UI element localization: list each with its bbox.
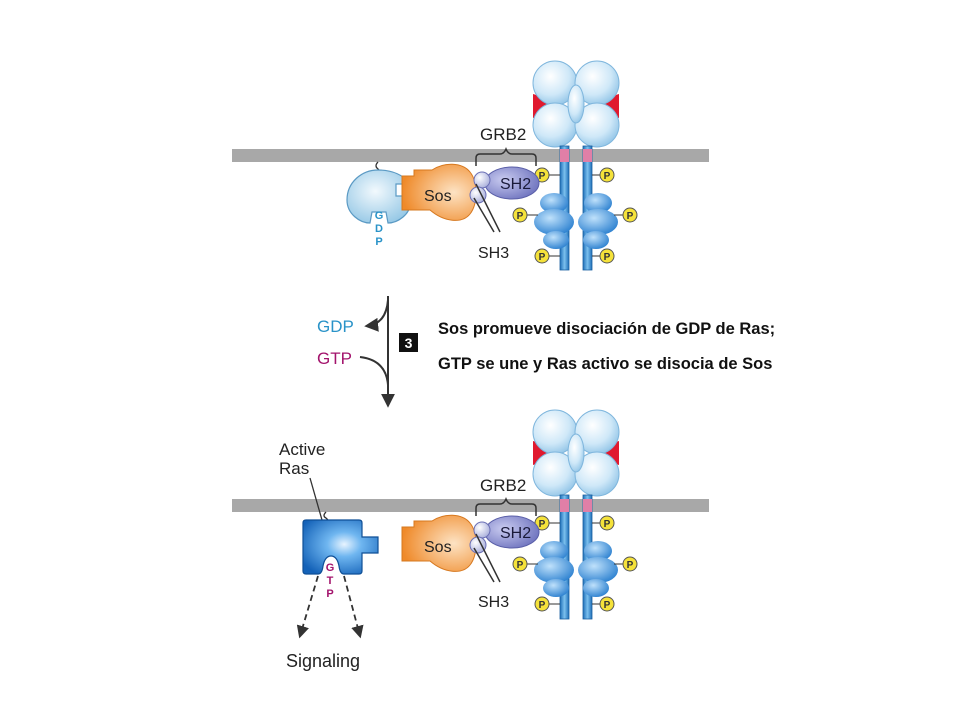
active-ras-pointer	[309, 477, 323, 521]
phosphate-icon: P	[599, 248, 615, 264]
step-caption-line2: GTP se une y Ras activo se disocia de So…	[438, 355, 773, 373]
sos-label: Sos	[424, 539, 452, 556]
svg-text:P: P	[604, 171, 611, 182]
grb2-brace	[475, 496, 537, 516]
sos-label: Sos	[424, 188, 452, 205]
kinase-domains	[534, 193, 618, 249]
ras-gtp	[302, 519, 379, 575]
ext-hinge	[567, 84, 585, 124]
ext-hinge	[567, 433, 585, 473]
phosphate-icon: P	[512, 556, 528, 572]
svg-text:P: P	[627, 211, 634, 222]
membrane-bottom	[232, 499, 709, 512]
gtp-letter-t: T	[327, 575, 334, 587]
step-number-badge	[399, 333, 418, 352]
svg-text:P: P	[539, 519, 546, 530]
gdp-release-arrow	[364, 299, 389, 332]
gtp-letter-p: P	[326, 588, 333, 600]
phosphate-icon: P	[534, 515, 550, 531]
gdp-out-label: GDP	[317, 317, 354, 336]
svg-text:P: P	[539, 600, 546, 611]
signaling-label: Signaling	[286, 651, 360, 671]
gdp-letter-g: G	[375, 210, 384, 222]
exchange-step: GDP GTP 3	[317, 296, 418, 408]
sh3-label: SH3	[478, 245, 509, 262]
grb2-brace	[475, 146, 537, 166]
phosphate-icon: P	[534, 248, 550, 264]
receptor-dimer-top: P P P P P P	[512, 60, 638, 271]
sh3-label: SH3	[478, 594, 509, 611]
phosphate-icon: P	[622, 207, 638, 223]
ext-domain	[574, 102, 620, 148]
sh2-label: SH2	[500, 525, 531, 542]
svg-text:P: P	[604, 252, 611, 263]
svg-text:P: P	[517, 211, 524, 222]
membrane-top	[232, 149, 709, 162]
kinase-domains	[534, 541, 618, 597]
step-caption-line1: Sos promueve disociación de GDP de Ras;	[438, 320, 776, 338]
svg-text:P: P	[517, 560, 524, 571]
top-panel: P P P P P P GRB2 G D P Sos SH2 SH3	[232, 60, 709, 271]
sh3-linker	[473, 547, 495, 583]
tm-segment	[583, 499, 592, 512]
phosphates: P P P P P P	[512, 515, 638, 612]
gtp-letter-g: G	[326, 562, 335, 574]
svg-text:P: P	[604, 519, 611, 530]
phosphate-icon: P	[599, 596, 615, 612]
sh3-linker	[475, 533, 501, 583]
phosphate-icon: P	[599, 515, 615, 531]
svg-text:P: P	[604, 600, 611, 611]
signaling-arrow-left	[296, 575, 319, 639]
gdp-letter-p: P	[375, 236, 382, 248]
grb2-label: GRB2	[480, 476, 526, 495]
gtp-entry-curve	[359, 356, 389, 386]
active-ras-label-line1: Active	[279, 440, 325, 459]
sh3-linker	[475, 183, 501, 233]
tm-segment	[560, 149, 569, 162]
phosphate-icon: P	[599, 167, 615, 183]
bottom-panel: P P P P P P GRB2 Active Ras G T P Signal…	[232, 409, 709, 671]
tm-segment	[583, 149, 592, 162]
svg-text:P: P	[539, 171, 546, 182]
tm-segment	[560, 499, 569, 512]
signaling-arrow-right	[343, 575, 364, 639]
svg-text:P: P	[627, 560, 634, 571]
step-number: 3	[405, 335, 413, 351]
active-ras-label-line2: Ras	[279, 459, 309, 478]
svg-text:P: P	[539, 252, 546, 263]
ext-domain	[574, 451, 620, 497]
gtp-in-label: GTP	[317, 349, 352, 368]
sh3-linker	[473, 197, 495, 233]
phosphate-icon: P	[534, 596, 550, 612]
receptor-dimer-bottom: P P P P P P	[512, 409, 638, 620]
phosphate-icon: P	[512, 207, 528, 223]
phosphate-icon: P	[622, 556, 638, 572]
gdp-letter-d: D	[375, 223, 383, 235]
grb2-label: GRB2	[480, 125, 526, 144]
sh2-label: SH2	[500, 176, 531, 193]
